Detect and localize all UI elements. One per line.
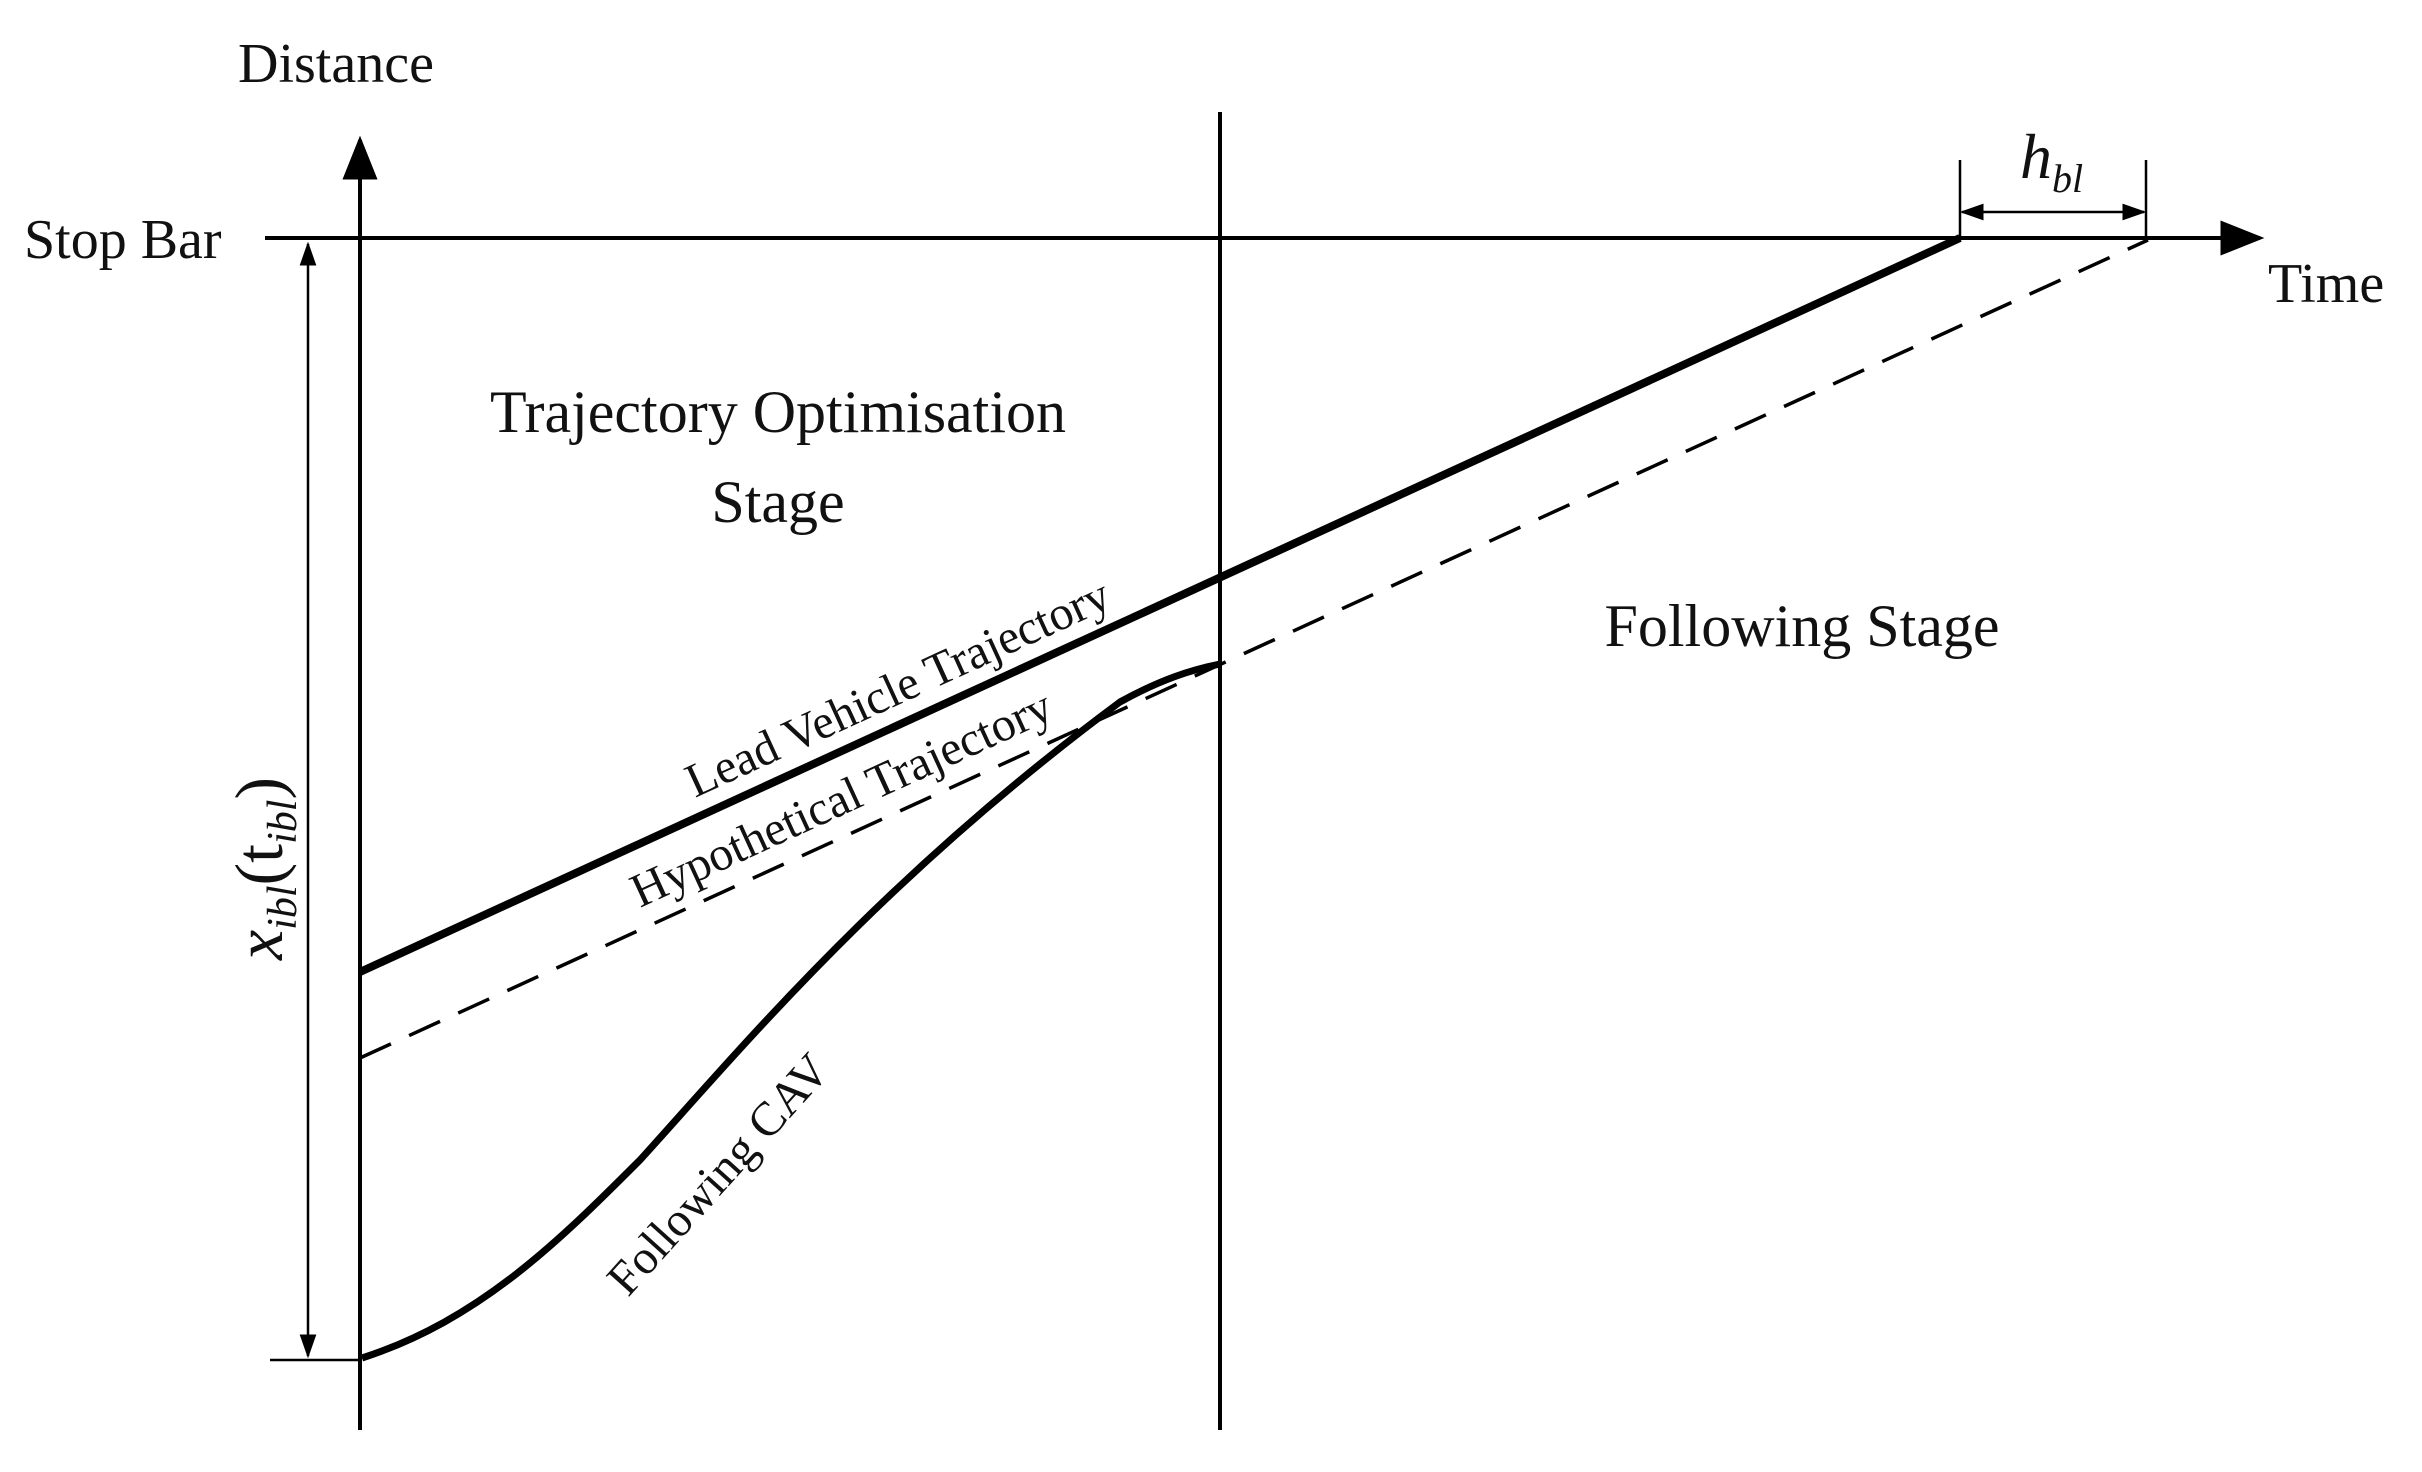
stage2-label: Following Stage: [1604, 593, 1999, 659]
lead-vehicle-trajectory: [358, 234, 1962, 976]
time-axis-label: Time: [2268, 253, 2384, 315]
following-cav-label: Following CAV: [597, 1043, 840, 1305]
stop-bar-label: Stop Bar: [24, 209, 222, 271]
hbl-label: hbl: [2020, 121, 2083, 201]
xibl-label: xibl(tibl): [221, 777, 306, 961]
distance-axis-label: Distance: [238, 33, 434, 95]
following-cav-trajectory: [360, 660, 1221, 1362]
stage1-label-line1: Trajectory Optimisation: [490, 379, 1066, 445]
hypothetical-trajectory: [359, 238, 2149, 1060]
stage1-label-line2: Stage: [711, 469, 844, 535]
